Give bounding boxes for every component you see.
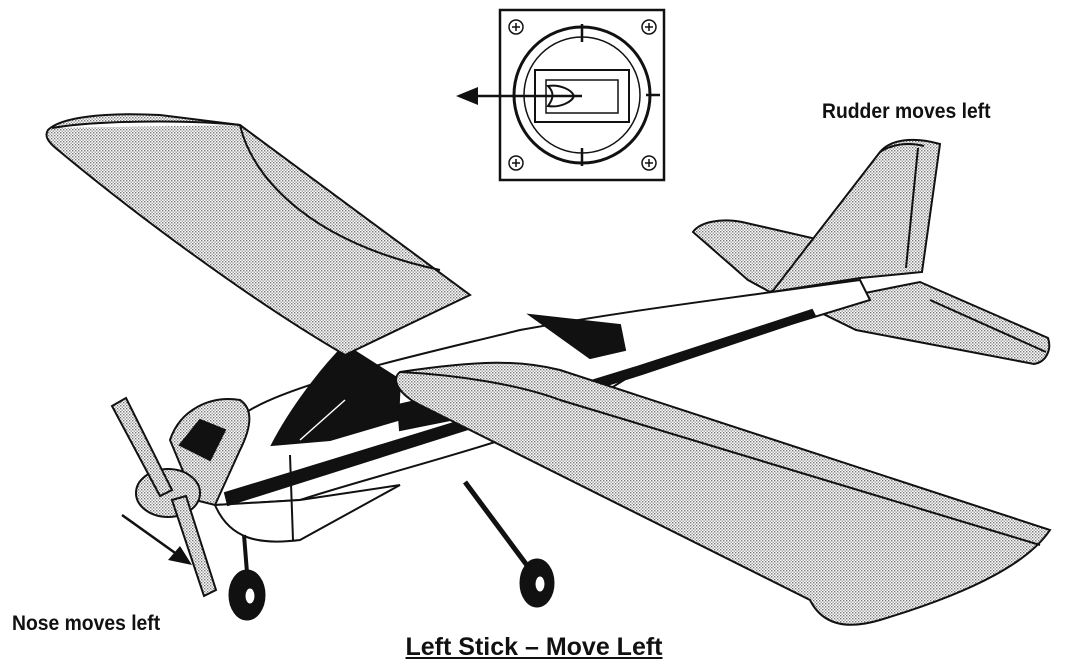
nose-arrow-icon — [121, 513, 192, 565]
right-stabilizer — [801, 280, 1051, 366]
landing-gear — [228, 480, 555, 621]
stick-arrow-left-icon — [456, 87, 582, 105]
diagram-caption: Left Stick – Move Left — [405, 633, 663, 661]
left-wing — [45, 113, 472, 357]
rudder-label: Rudder moves left — [822, 100, 991, 123]
right-wing — [395, 361, 1052, 626]
vertical-fin-rudder — [769, 138, 942, 294]
cockpit-window — [270, 313, 627, 447]
nose-label: Nose moves left — [12, 612, 161, 635]
engine-propeller — [110, 396, 251, 598]
